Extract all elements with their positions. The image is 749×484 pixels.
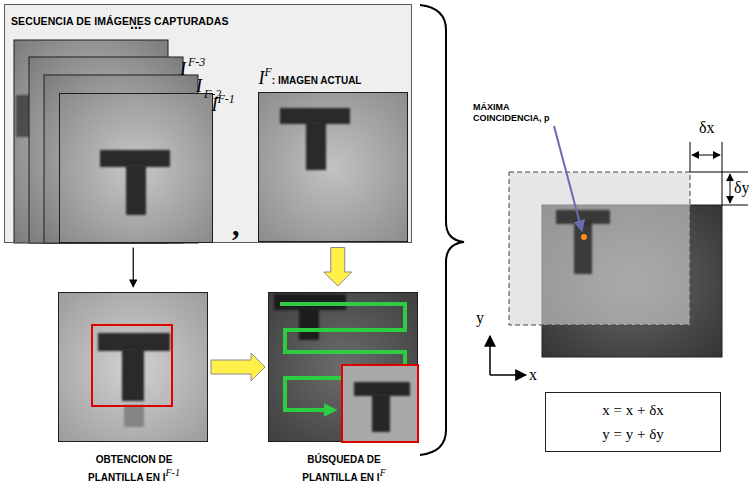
- image-frame: IF: IMAGEN ACTUAL: [258, 92, 408, 242]
- letter-glyph: [556, 210, 610, 224]
- search-path: [280, 304, 405, 410]
- dimension-tick: [722, 142, 723, 205]
- letter-glyph: [274, 294, 346, 310]
- letter-glyph: [122, 349, 144, 401]
- template-box: [342, 365, 418, 442]
- dimension-label: δx: [699, 119, 715, 137]
- node-text: SECUENCIA DE IMÁGENES CAPTURADAS: [11, 15, 229, 27]
- axis-label: y: [476, 309, 484, 327]
- text-holder: BÚSQUEDA DE PLANTILLA EN IF: [284, 449, 404, 484]
- frame-label: I: [196, 76, 202, 97]
- letter-glyph: [306, 122, 326, 170]
- node-text: y = y + δy: [546, 422, 720, 446]
- frame-superscript: F-2: [204, 87, 749, 102]
- axis-label: x: [529, 366, 537, 384]
- image-frame: BÚSQUEDA DE PLANTILLA EN IF: [268, 292, 418, 442]
- letter-glyph: [100, 150, 170, 167]
- node-text: x = x + δx: [546, 398, 720, 422]
- leader-line: [554, 126, 582, 231]
- dimension-label: δy: [734, 179, 749, 197]
- axis-line: [489, 336, 491, 375]
- dimension-tick: [722, 205, 748, 206]
- node-text: OBTENCION DE PLANTILLA EN I: [88, 454, 172, 483]
- callout-label: MÁXIMA COINCIDENCIA, p: [473, 102, 578, 124]
- text-holder: x = x + δxy = y + δy: [546, 398, 720, 446]
- block-arrow: [324, 248, 352, 287]
- equation-box: x = x + δxy = y + δy: [545, 392, 721, 452]
- separator-mark: ,: [232, 208, 240, 242]
- node-text: BÚSQUEDA DE PLANTILLA EN I: [302, 454, 381, 483]
- node-text: F: [380, 467, 386, 478]
- dimension-arrow: [692, 155, 720, 156]
- image-frame: OBTENCION DE PLANTILLA EN IF-1: [58, 292, 208, 442]
- dimension-arrow: [730, 174, 731, 203]
- frame-content: [16, 95, 30, 137]
- text-holder: SECUENCIA DE IMÁGENES CAPTURADAS: [11, 11, 401, 29]
- frame-superscript: F-3: [188, 55, 749, 70]
- template-box: [92, 325, 172, 406]
- node-text: F: [265, 65, 272, 79]
- node-text: F-1: [165, 467, 179, 478]
- current-image: [542, 205, 722, 357]
- panel-box: SECUENCIA DE IMÁGENES CAPTURADASIF-1IF: …: [4, 4, 412, 243]
- match-point: [581, 234, 587, 240]
- dimension-tick: [690, 142, 691, 172]
- text-holder: OBTENCION DE PLANTILLA EN IF-1: [74, 449, 194, 484]
- panel-fill: [4, 4, 412, 243]
- axis-line: [490, 374, 526, 376]
- flow-arrow: [133, 248, 134, 288]
- text-holder: IF: IMAGEN ACTUAL: [259, 68, 419, 89]
- node-text: : IMAGEN ACTUAL: [272, 75, 362, 86]
- node-text: I: [259, 68, 265, 88]
- frame-label: I: [180, 59, 186, 80]
- letter-glyph: [98, 333, 170, 351]
- letter-glyph: [124, 405, 144, 427]
- curly-brace: [420, 5, 464, 455]
- letter-glyph: [574, 222, 592, 274]
- letter-glyph: [126, 165, 146, 215]
- letter-glyph: [354, 382, 410, 396]
- ellipsis-mark: ...: [130, 16, 142, 32]
- image-frame: IF-1: [59, 93, 213, 243]
- letter-glyph: [372, 394, 390, 432]
- letter-glyph: [299, 308, 319, 340]
- block-arrow: [211, 353, 265, 381]
- letter-glyph: [280, 108, 350, 124]
- template-overlay: [509, 172, 690, 325]
- dimension-tick: [690, 172, 748, 173]
